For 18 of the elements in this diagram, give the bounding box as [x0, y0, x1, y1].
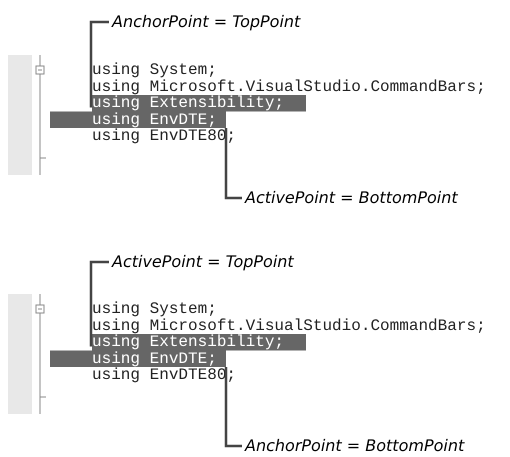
code-line: using Extensibility; [92, 95, 284, 112]
code-line: using EnvDTE; [92, 112, 217, 128]
code-line: using Microsoft.VisualStudio.CommandBars; [92, 318, 486, 334]
code-line: using EnvDTE; [92, 350, 217, 367]
text-selection [50, 95, 306, 128]
code-line: using Microsoft.VisualStudio.CommandBars; [92, 78, 486, 95]
callout-label: AnchorPoint = TopPoint [112, 12, 300, 32]
leader-line [90, 20, 109, 108]
callout-label: AnchorPoint = BottomPoint [245, 436, 464, 456]
leader-line [90, 260, 109, 346]
leader-line [224, 367, 242, 448]
leader-line [224, 128, 242, 200]
code-line: using Extensibility; [92, 334, 284, 350]
code-line: using System; [92, 62, 217, 78]
callout-label: ActivePoint = TopPoint [112, 252, 294, 272]
code-line: using System; [92, 301, 217, 318]
callout-label: ActivePoint = BottomPoint [245, 188, 458, 208]
text-selection [50, 334, 306, 367]
